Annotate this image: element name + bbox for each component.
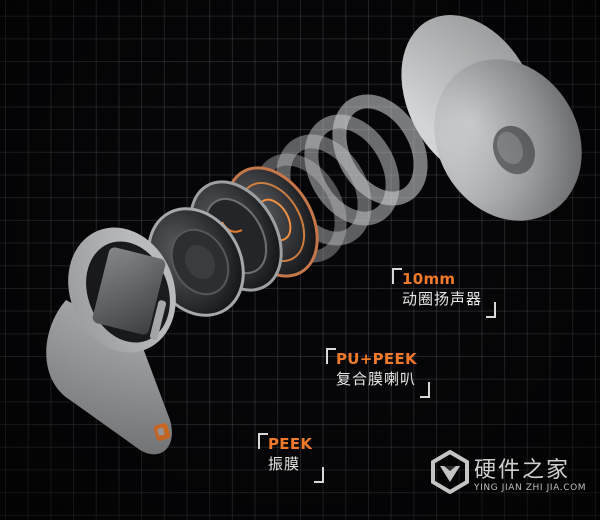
callout-diaphragm: PEEK 振膜 xyxy=(258,433,324,483)
bracket-top-left xyxy=(326,348,336,364)
callout-title: PU+PEEK xyxy=(336,350,417,368)
callout-subtitle: 振膜 xyxy=(268,455,301,473)
bracket-bottom-right xyxy=(314,467,324,483)
callout-subtitle: 动圈扬声器 xyxy=(402,290,483,308)
watermark-name: 硬件之家 xyxy=(474,458,571,483)
hexagon-logo-icon xyxy=(431,450,469,494)
callout-driver: 10mm 动圈扬声器 xyxy=(392,268,496,318)
bracket-bottom-right xyxy=(420,382,430,398)
callout-title: PEEK xyxy=(268,435,313,453)
bracket-bottom-right xyxy=(486,302,496,318)
watermark-domain: YING JIAN ZHI JIA.COM xyxy=(474,483,587,493)
callout-title: 10mm xyxy=(402,270,456,288)
callout-horn: PU+PEEK 复合膜喇叭 xyxy=(326,348,430,398)
bracket-top-left xyxy=(258,433,268,449)
callout-subtitle: 复合膜喇叭 xyxy=(336,370,417,388)
watermark-logo: 硬件之家 YING JIAN ZHI JIA.COM xyxy=(430,450,590,500)
bracket-top-left xyxy=(392,268,402,284)
